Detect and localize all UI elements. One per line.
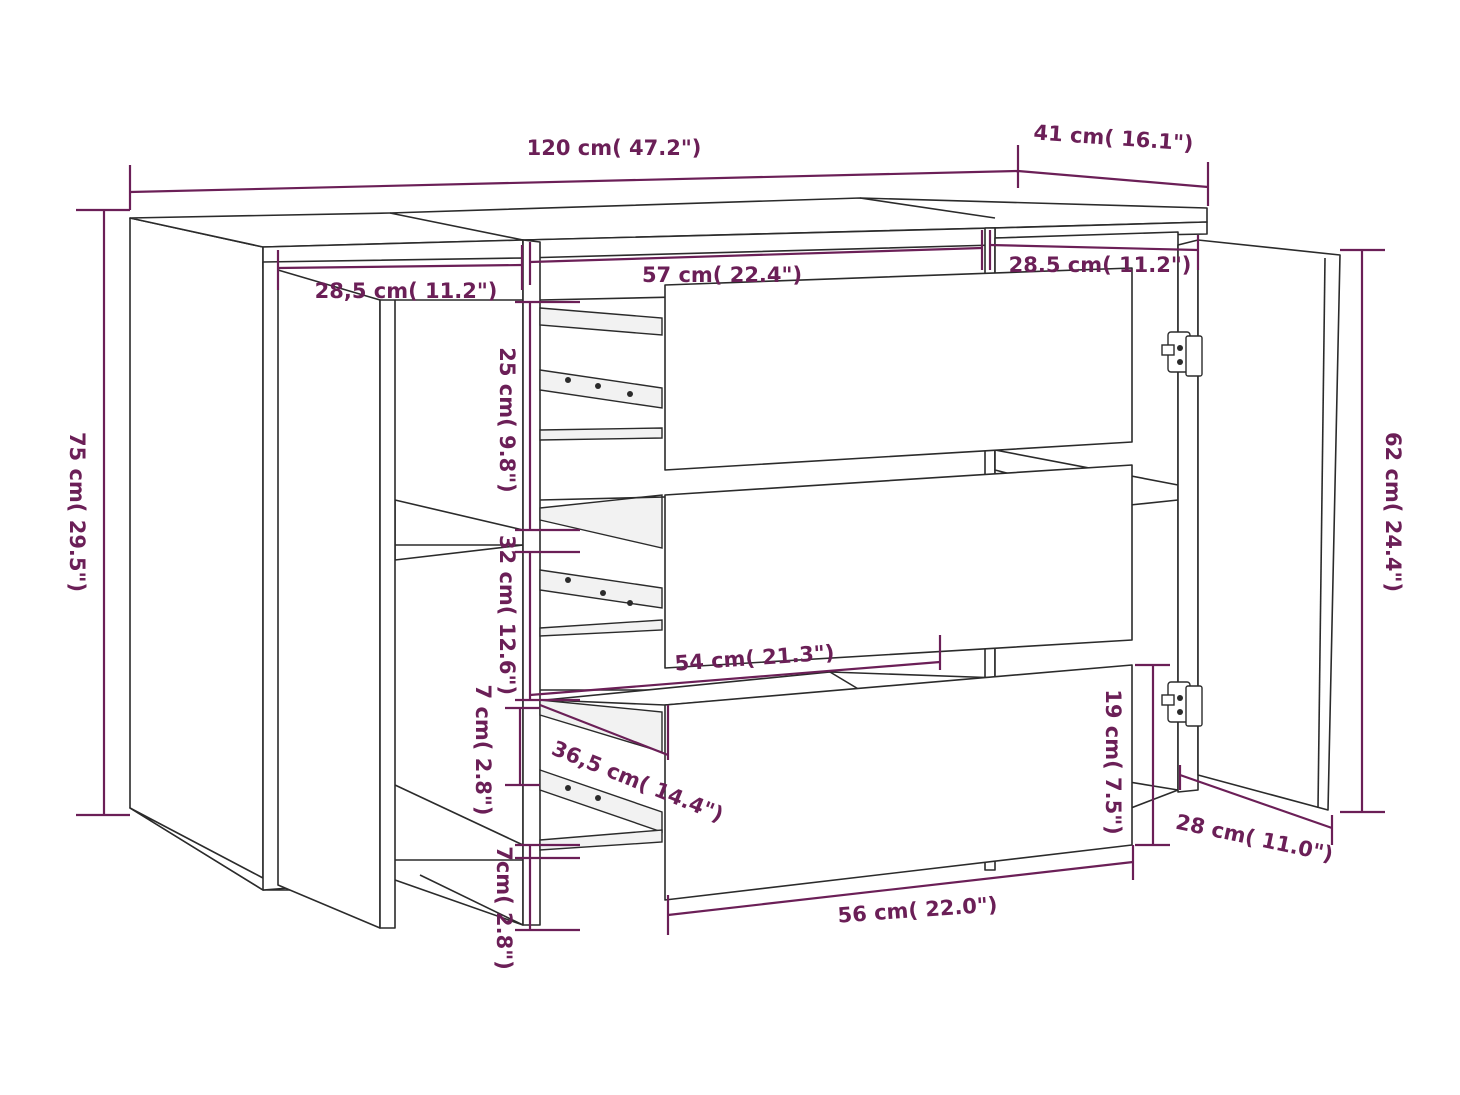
label-top-drawer-height: 25 cm( 9.8"): [495, 347, 519, 493]
dimension-lines: [76, 145, 1385, 935]
label-overall-width: 120 cm( 47.2"): [527, 136, 702, 160]
label-center-compartment-width: 57 cm( 22.4"): [642, 263, 802, 287]
label-bottom-drawer-height: 19 cm( 7.5"): [1101, 689, 1125, 835]
left-door: [277, 269, 381, 929]
label-gap-height-upper: 7 cm( 2.8"): [471, 685, 495, 816]
label-depth: 41 cm( 16.1"): [1033, 120, 1194, 155]
hinge-lower: [1161, 681, 1203, 727]
drawer-slide-middle: [539, 494, 663, 637]
label-door-height: 62 cm( 24.4"): [1381, 432, 1405, 592]
drawer-front-bottom: [664, 664, 1133, 901]
drawer-front-middle: [664, 464, 1133, 669]
left-side-panel: [129, 217, 264, 891]
label-middle-drawer-height: 32 cm( 12.6"): [495, 535, 519, 695]
right-door: [1177, 239, 1199, 793]
drawer-front-top: [664, 267, 1133, 471]
label-door-width: 28 cm( 11.0"): [1174, 810, 1336, 867]
label-overall-height: 75 cm( 29.5"): [65, 432, 89, 592]
label-drawer-front-width: 56 cm( 22.0"): [837, 892, 998, 927]
label-left-compartment-width: 28,5 cm( 11.2"): [315, 279, 498, 303]
label-right-compartment-width: 28.5 cm( 11.2"): [1009, 253, 1192, 277]
right-door-panel: [1197, 239, 1341, 811]
sideboard-body: [129, 197, 1341, 929]
drawer-slide-top: [539, 307, 663, 441]
center-left-divider: [522, 239, 541, 926]
hinge-upper: [1161, 331, 1203, 377]
label-gap-height-lower: 7cm( 2.8"): [492, 846, 516, 970]
